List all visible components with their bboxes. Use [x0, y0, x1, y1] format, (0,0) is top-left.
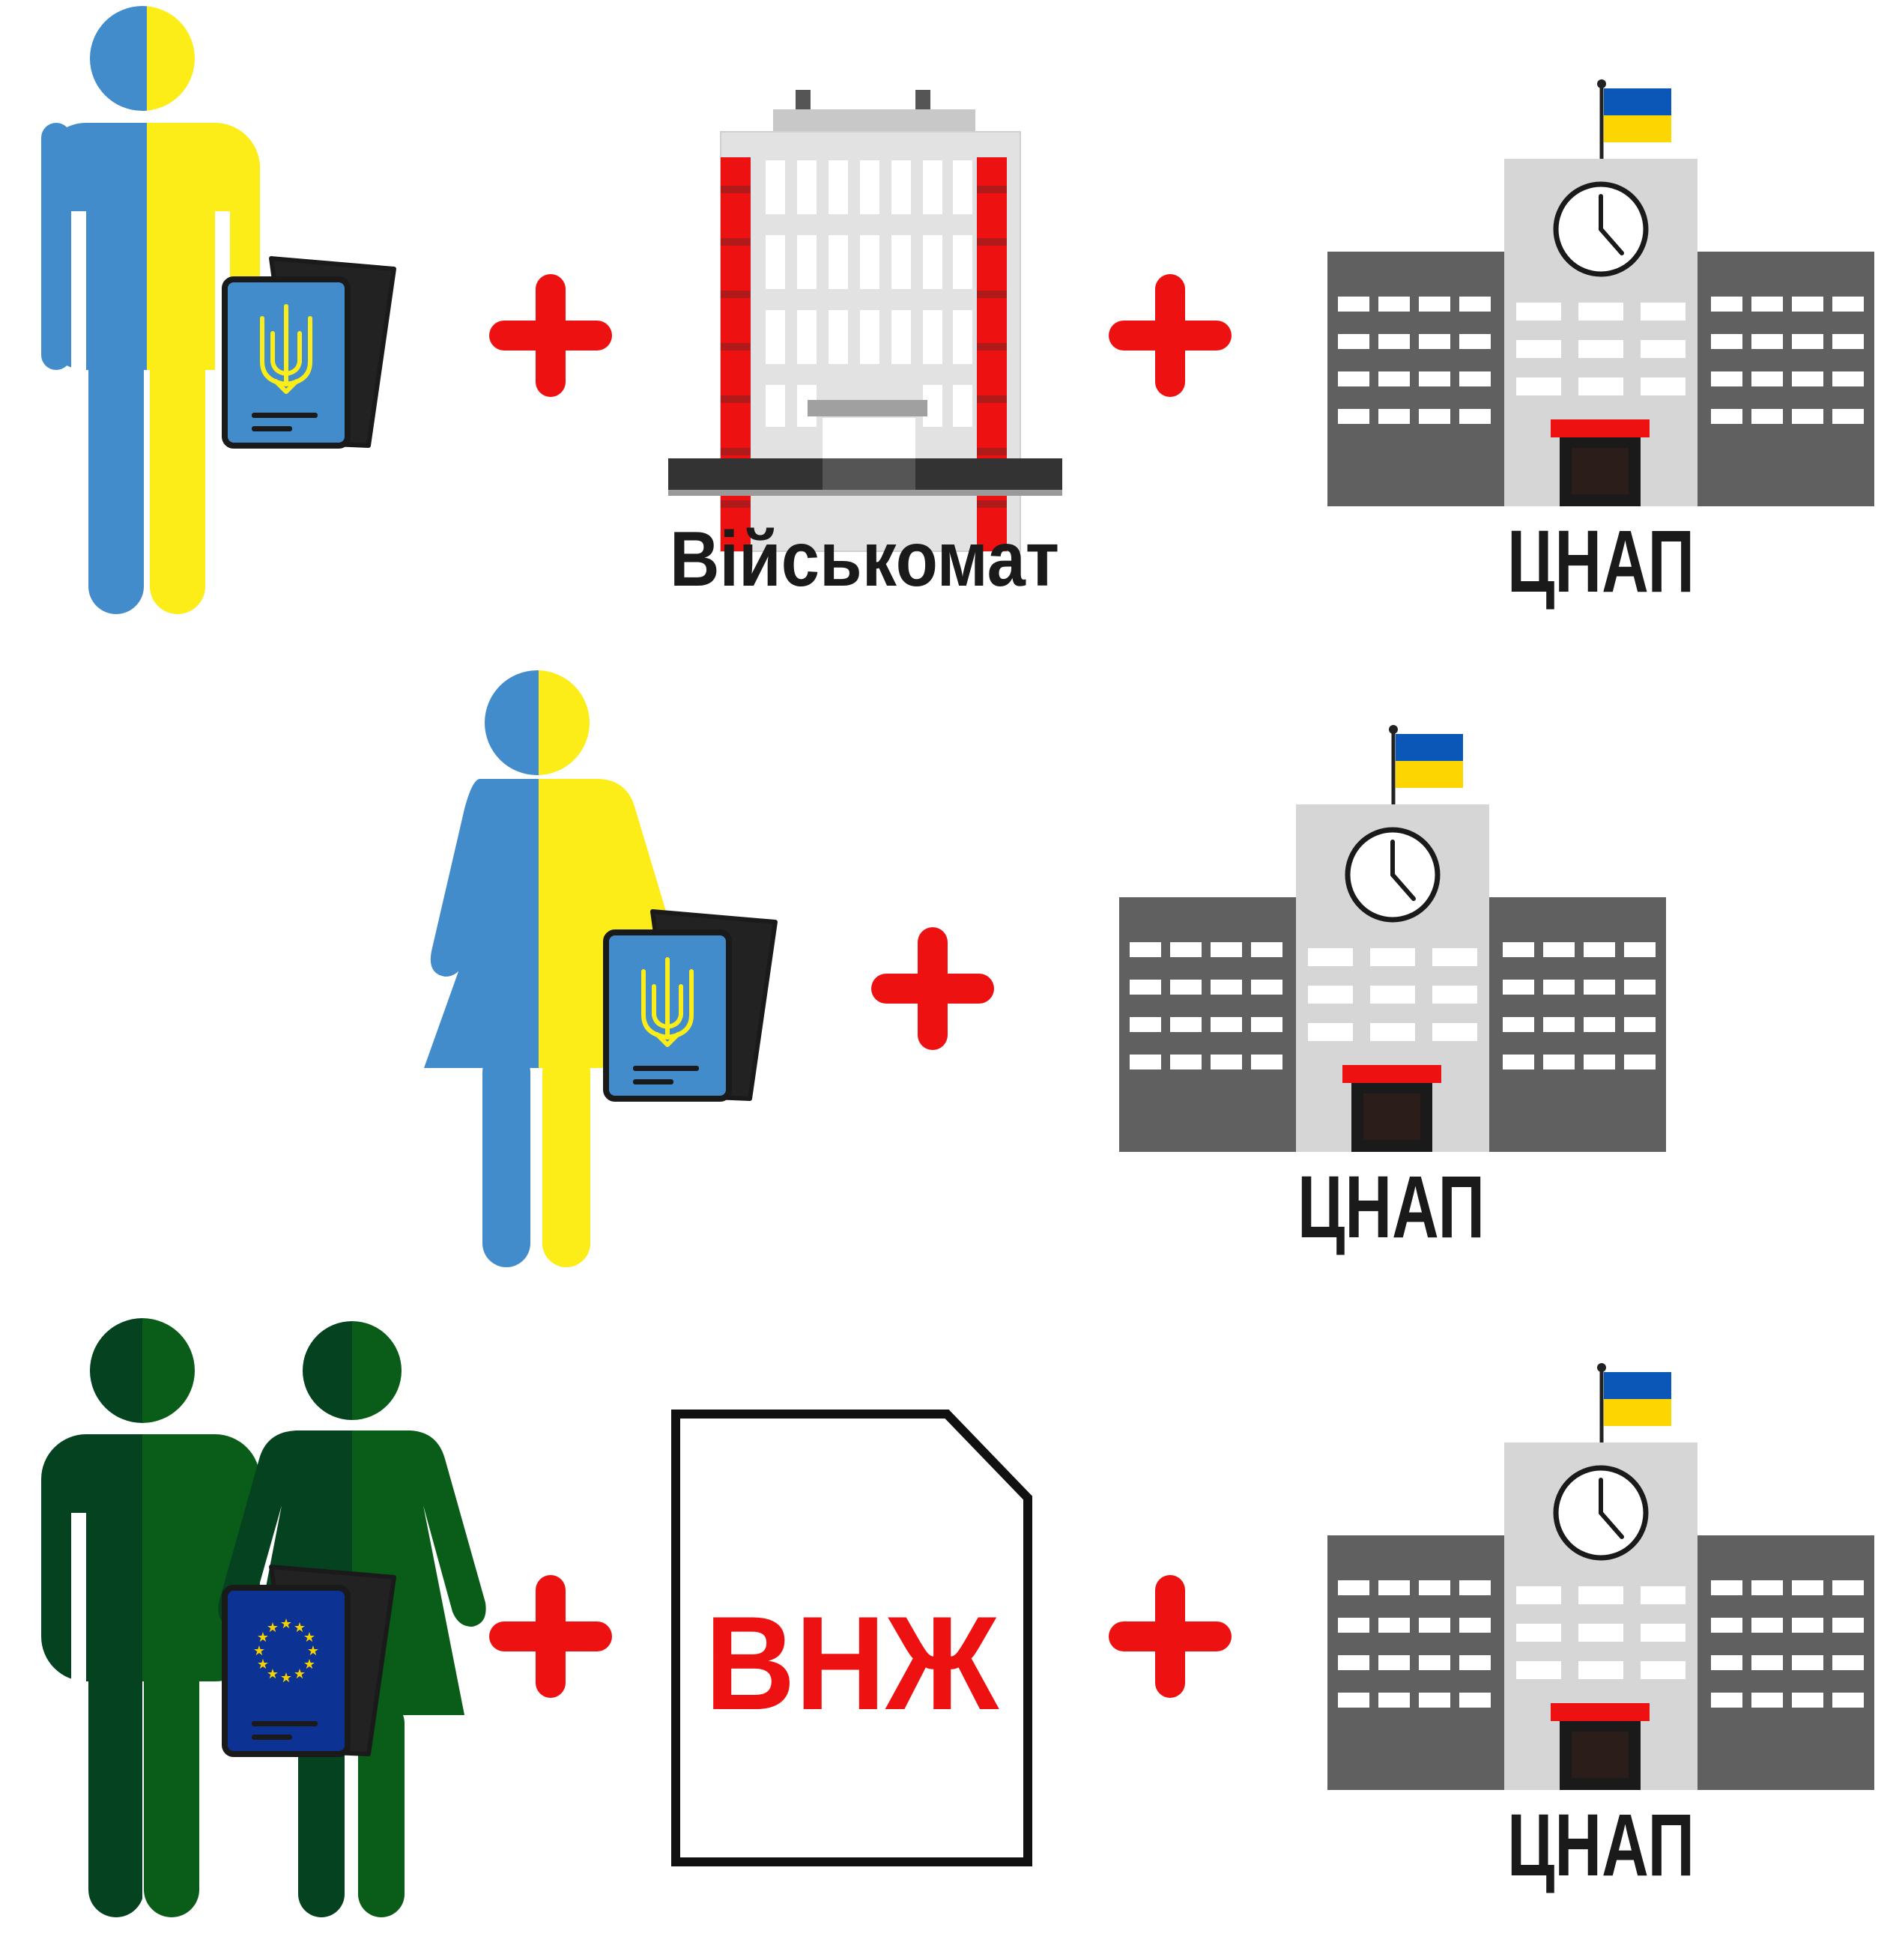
row-woman: ЦНАП	[424, 670, 1666, 1267]
plus-icon	[1109, 1575, 1232, 1698]
residence-permit-label: ВНЖ	[705, 1589, 999, 1738]
man-ukrainian-icon	[41, 6, 394, 614]
cnap-label: ЦНАП	[1507, 1796, 1694, 1895]
ukrainian-passport-icon	[606, 911, 775, 1099]
foreign-couple-icon	[41, 1318, 486, 1917]
cnap-label: ЦНАП	[1507, 512, 1694, 611]
row-man: Військомат ЦНАП	[41, 6, 1874, 614]
cnap-building-icon	[1119, 725, 1666, 1152]
plus-icon	[489, 274, 612, 397]
cnap-building-icon	[1327, 1363, 1874, 1790]
military-office-label: Військомат	[670, 516, 1059, 603]
cnap-building-icon	[1327, 79, 1874, 506]
plus-icon	[871, 927, 994, 1050]
plus-icon	[489, 1575, 612, 1698]
residence-permit-document-icon: ВНЖ	[671, 1410, 1032, 1866]
ukrainian-passport-icon	[225, 258, 394, 446]
eu-passport-icon	[225, 1567, 394, 1754]
cnap-label: ЦНАП	[1297, 1158, 1485, 1257]
row-foreigners: ВНЖ ЦНАП	[41, 1318, 1874, 1917]
woman-ukrainian-icon	[424, 670, 775, 1267]
military-office-building-icon	[668, 90, 1062, 552]
plus-icon	[1109, 274, 1232, 397]
